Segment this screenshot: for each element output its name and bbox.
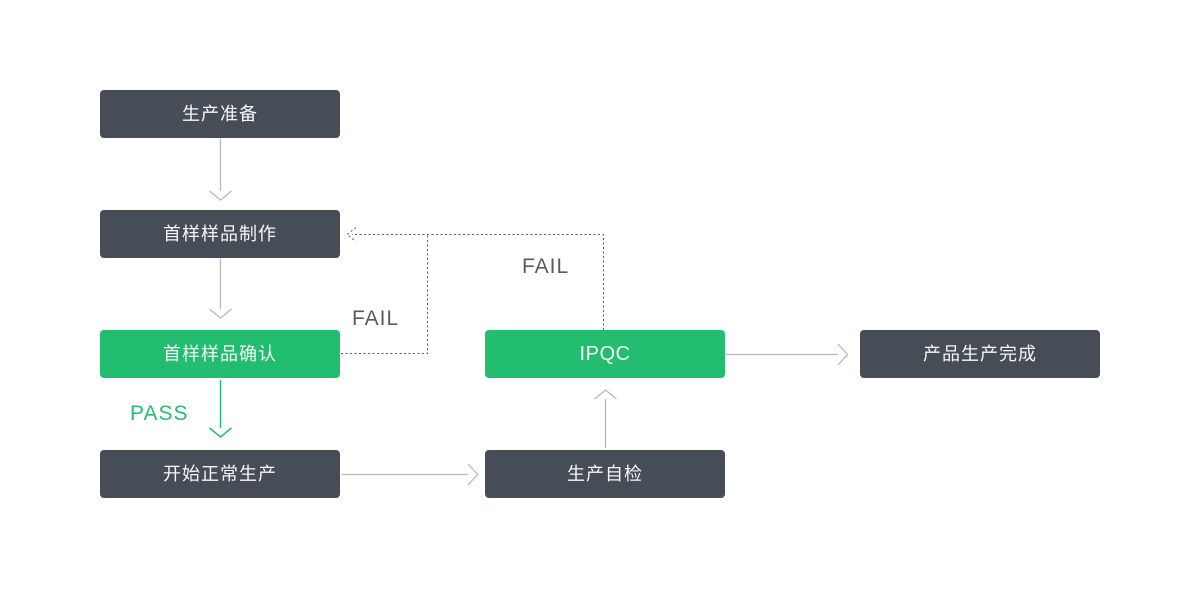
arrow-ipqc-to-complete [726, 343, 849, 366]
edge-label-fail-confirm: FAIL [352, 307, 400, 330]
node-ipqc-label: IPQC [579, 343, 631, 365]
arrow-self-check-to-ipqc [594, 389, 617, 448]
arrow-sample-making-to-confirm [209, 259, 232, 319]
node-start-normal-production-label: 开始正常生产 [163, 464, 277, 484]
solid-arrows [209, 139, 849, 486]
node-ipqc: IPQC [485, 330, 725, 378]
node-first-sample-making-label: 首样样品制作 [163, 224, 277, 244]
node-production-prep-label: 生产准备 [182, 104, 258, 124]
edge-label-fail-ipqc: FAIL [522, 255, 570, 278]
node-production-self-check-label: 生产自检 [567, 464, 643, 484]
arrow-pass-confirm-to-production [209, 380, 232, 438]
node-production-self-check: 生产自检 [485, 450, 725, 498]
node-start-normal-production: 开始正常生产 [100, 450, 340, 498]
node-production-prep: 生产准备 [100, 90, 340, 138]
node-first-sample-making: 首样样品制作 [100, 210, 340, 258]
edge-label-pass: PASS [130, 402, 189, 425]
arrow-production-to-self-check [342, 463, 479, 486]
node-first-sample-confirm-label: 首样样品确认 [163, 344, 277, 364]
node-production-complete-label: 产品生产完成 [923, 344, 1037, 364]
fail-path-confirm [341, 234, 428, 354]
arrow-prep-to-sample-making [209, 139, 232, 201]
fail-arrowhead [346, 227, 357, 242]
node-production-complete: 产品生产完成 [860, 330, 1100, 378]
node-first-sample-confirm: 首样样品确认 [100, 330, 340, 378]
